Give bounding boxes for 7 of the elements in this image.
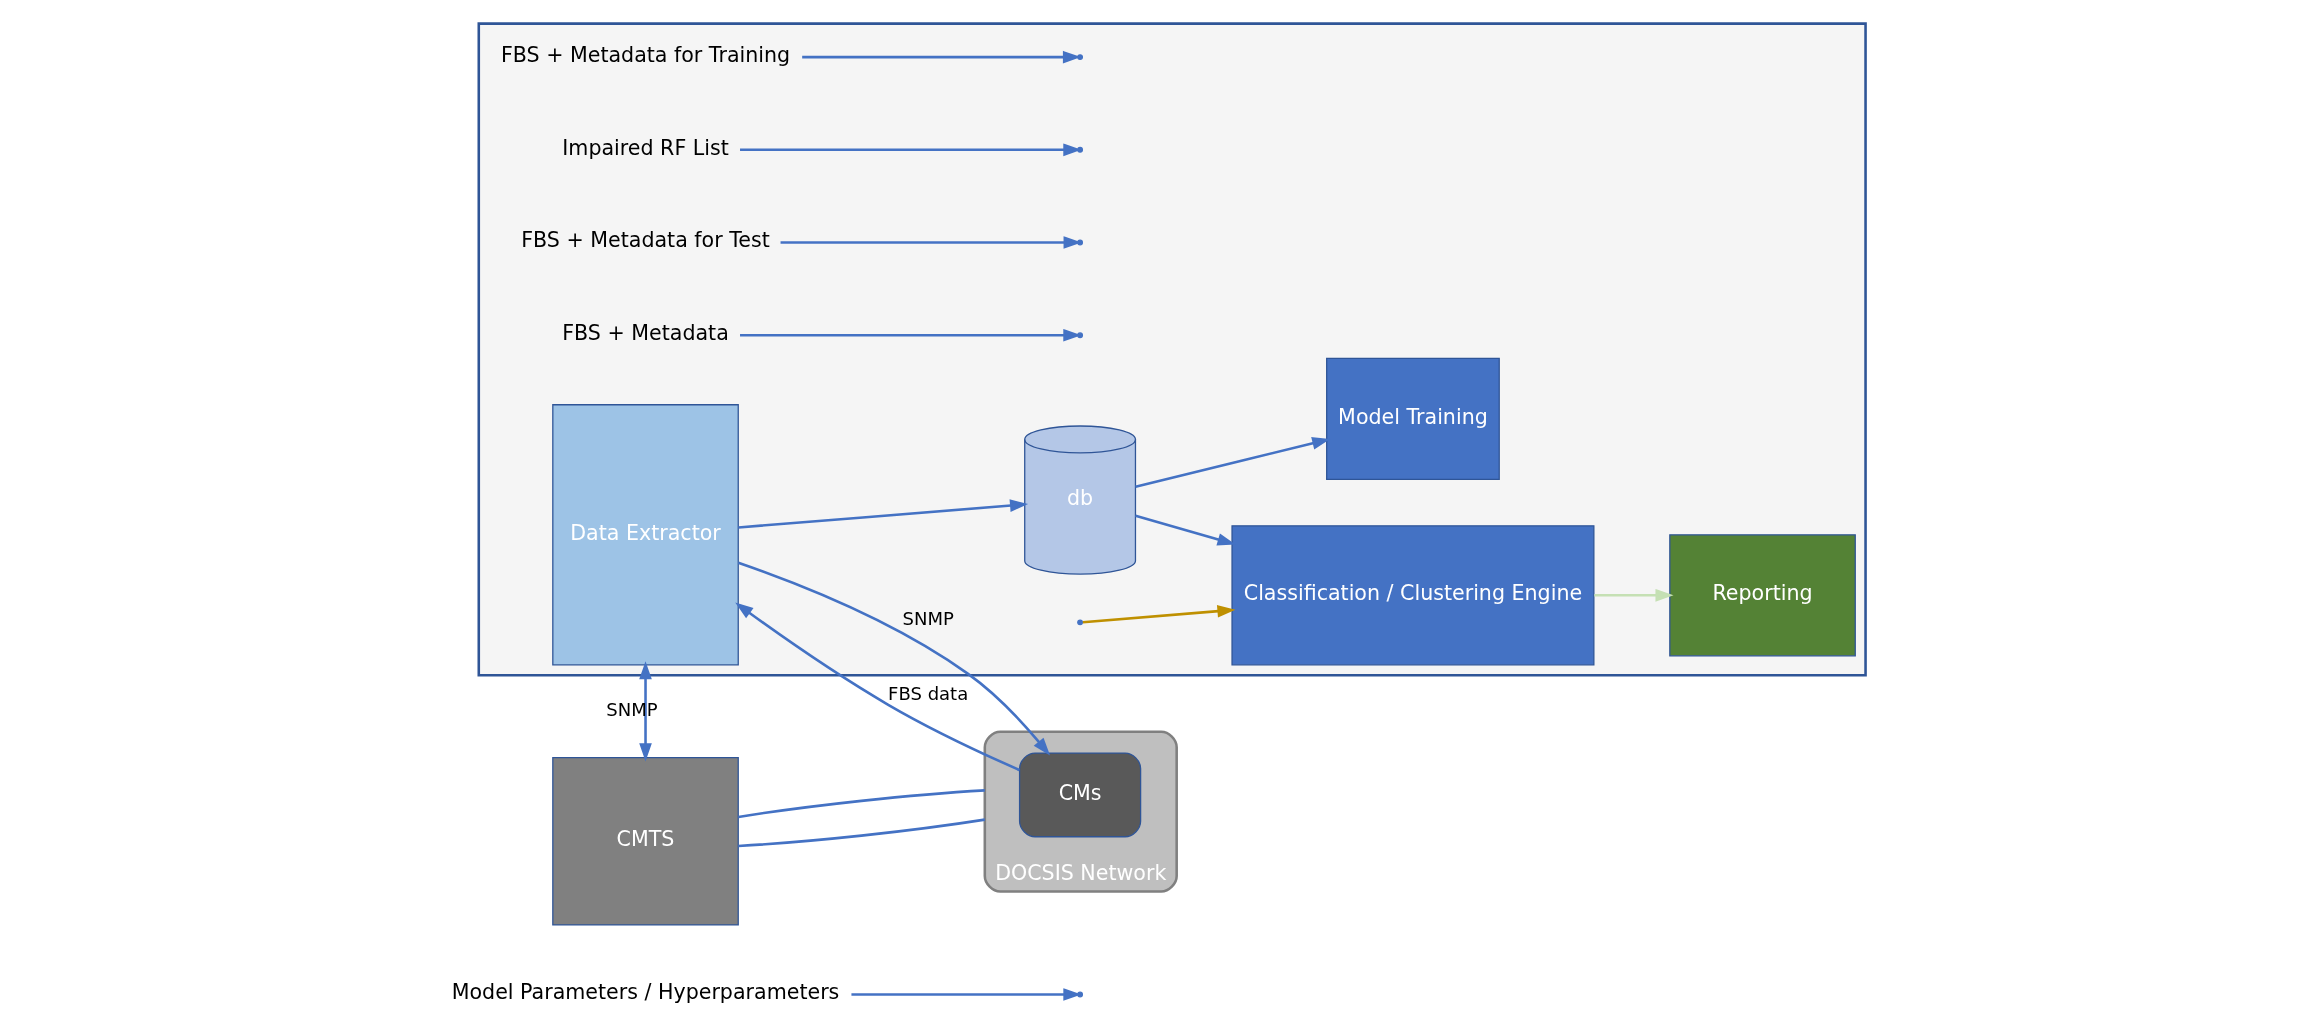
node-text: FBS + Metadata for Test — [521, 228, 770, 253]
edge-label: SNMP — [902, 608, 954, 630]
edge-label: FBS data — [888, 682, 969, 704]
node-text: FBS + Metadata for Training — [500, 43, 791, 67]
node-text: FBS + Metadata — [562, 321, 729, 346]
node-text: Model Parameters / Hyperparameters — [451, 980, 840, 1005]
node-text: Impaired RF List — [562, 135, 729, 160]
